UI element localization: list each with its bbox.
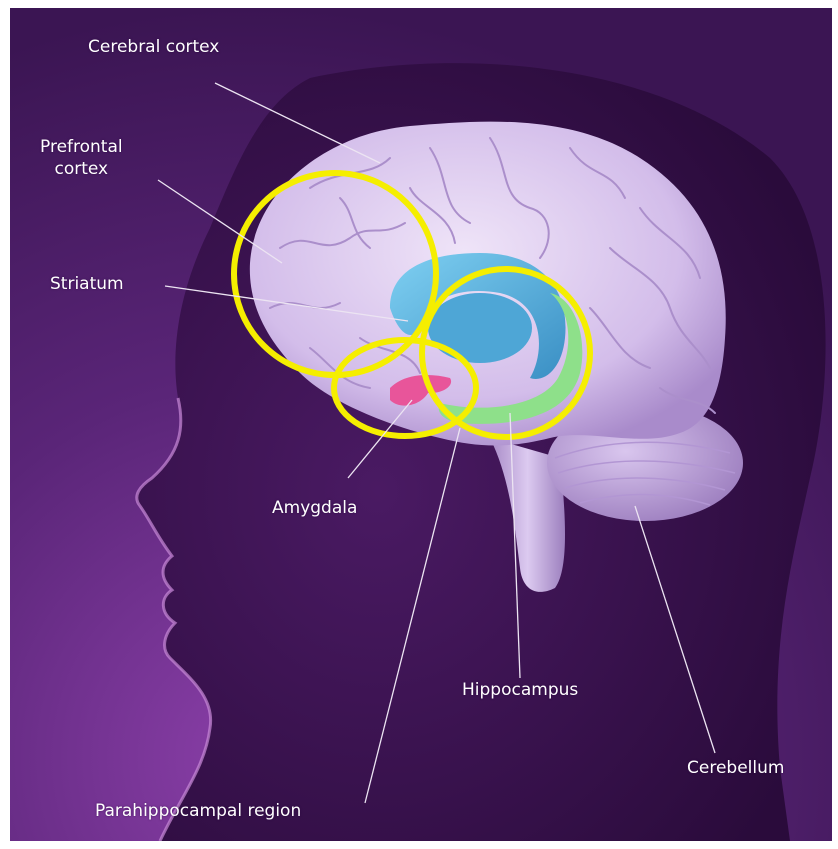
label-prefrontal-cortex: Prefrontal cortex [40,136,123,180]
label-amygdala: Amygdala [272,497,357,519]
brain-illustration: Cerebral cortex Prefrontal cortex Striat… [10,8,832,841]
label-parahippocampal-region: Parahippocampal region [95,800,301,822]
striatum-body [428,293,532,363]
label-striatum: Striatum [50,273,124,295]
brain-diagram-svg [10,8,832,841]
label-cerebral-cortex: Cerebral cortex [88,36,219,58]
label-hippocampus: Hippocampus [462,679,578,701]
label-cerebellum: Cerebellum [687,757,784,779]
